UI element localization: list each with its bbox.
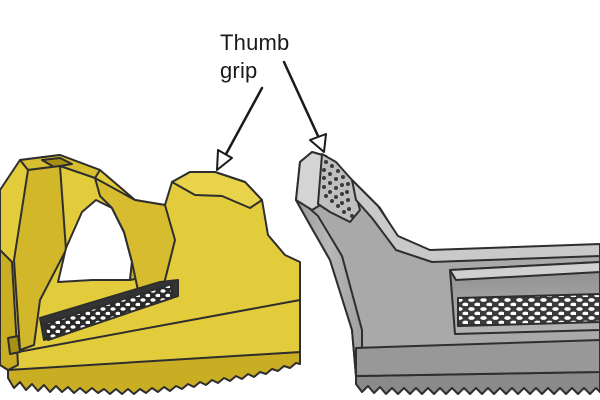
arrow-down-left-icon xyxy=(216,86,264,171)
thumb-grip-label-line-2: grip xyxy=(220,58,258,83)
yellow-block-handle-pillar xyxy=(13,165,67,351)
yellow-block-thumb-grip xyxy=(171,171,263,209)
grey-block-lower-band xyxy=(355,339,600,377)
grey-block-thumb-grip-dots xyxy=(322,160,354,218)
grey-block-channel-wall xyxy=(449,261,600,281)
yellow-block-mesh xyxy=(43,283,173,341)
arrow-down-right-icon xyxy=(282,60,327,153)
grey-block-spine xyxy=(351,179,600,263)
yellow-block-ledge xyxy=(17,299,301,353)
grey-block-thumb-grip-texture xyxy=(317,153,361,223)
yellow-sanding-block xyxy=(0,154,301,395)
grey-sanding-block xyxy=(295,151,600,395)
yellow-block-top-recess xyxy=(41,157,73,168)
thumb-grip-label-line-1: Thumb xyxy=(220,30,290,55)
yellow-block-front-notch xyxy=(7,335,21,355)
annotation-arrows xyxy=(216,60,327,171)
yellow-block-base-teeth xyxy=(7,351,301,395)
grey-block-mesh xyxy=(457,293,600,327)
